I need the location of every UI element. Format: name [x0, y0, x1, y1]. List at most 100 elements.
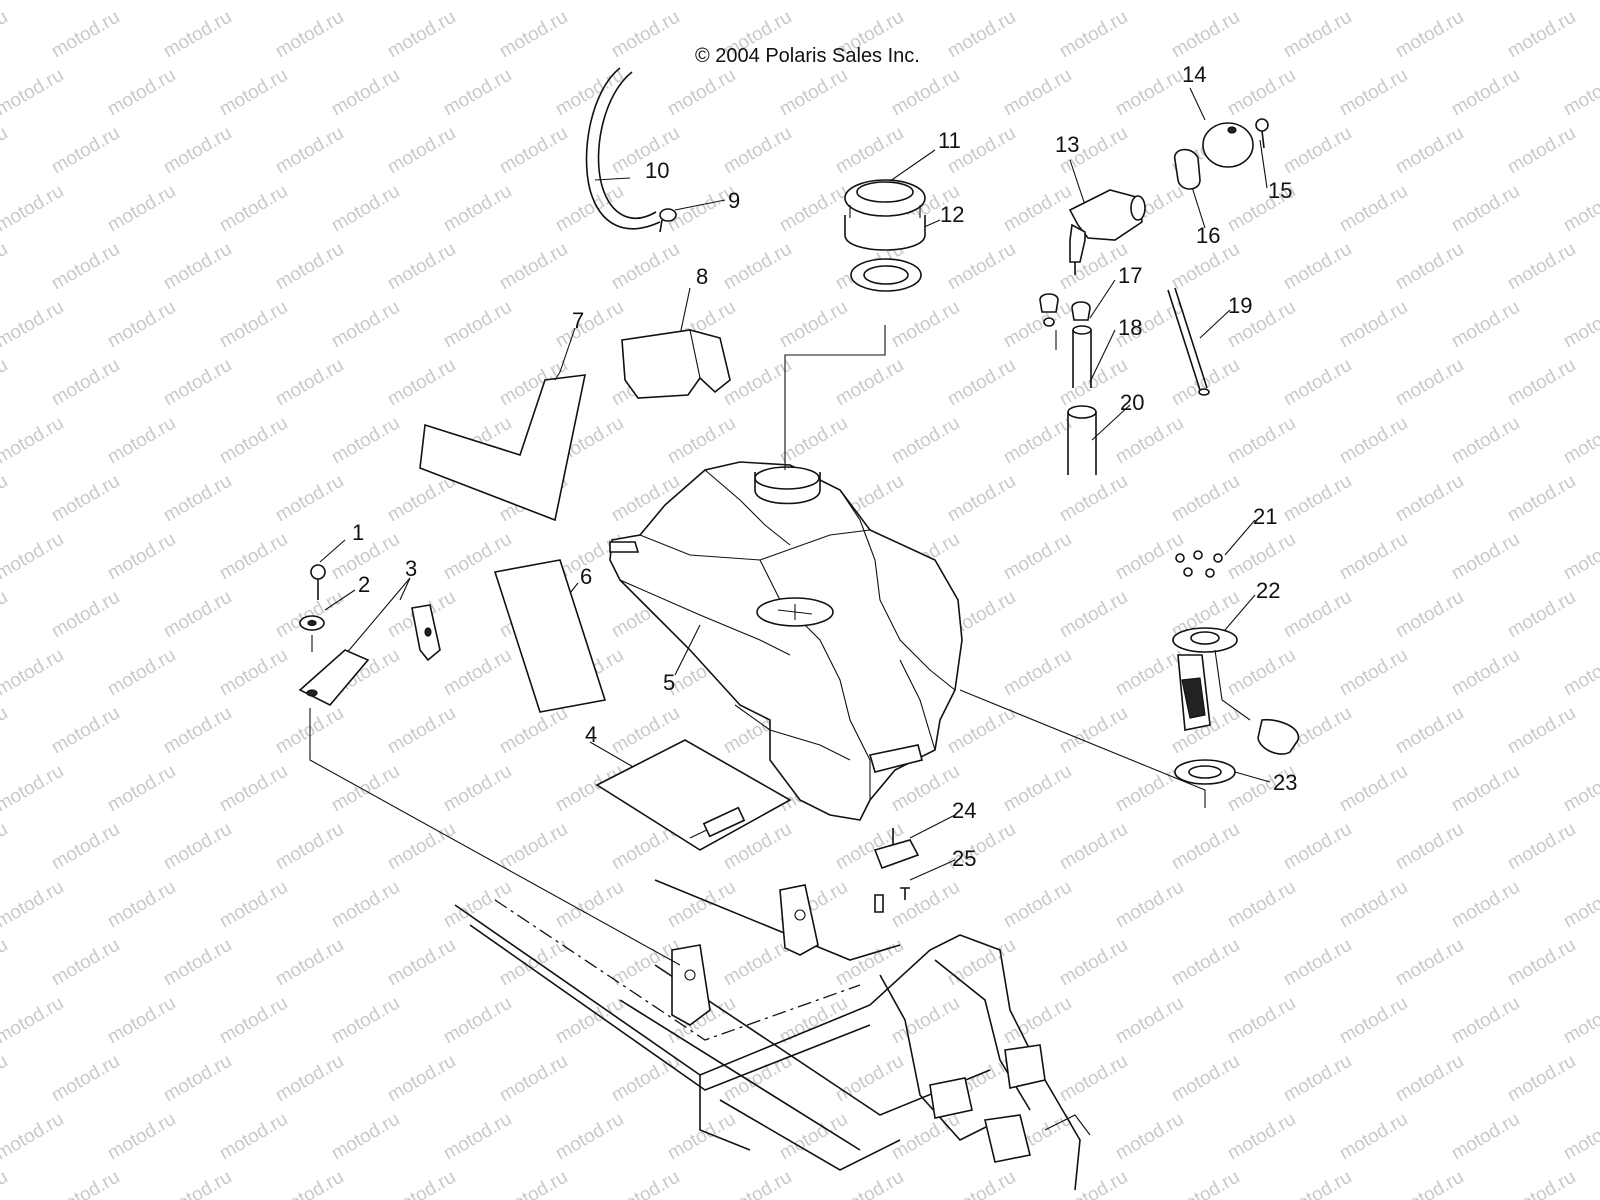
callout-19: 19 — [1228, 293, 1252, 318]
gasket-12 — [850, 258, 922, 292]
watermark-text: motod.ru — [1056, 7, 1131, 63]
watermark-text: motod.ru — [1448, 181, 1523, 237]
watermark-text: motod.ru — [776, 181, 851, 237]
watermark-text: motod.ru — [384, 355, 459, 411]
callout-16: 16 — [1196, 223, 1220, 248]
watermark-text: motod.ru — [776, 1109, 851, 1165]
callout-12: 12 — [940, 202, 964, 227]
callout-3: 3 — [405, 556, 417, 581]
pad-6 — [493, 559, 607, 713]
watermark-text: motod.ru — [944, 471, 1019, 527]
watermark-text: motod.ru — [888, 413, 963, 469]
watermark-text: motod.ru — [720, 355, 795, 411]
clamp-9 — [659, 208, 677, 233]
watermark-text: motod.ru — [0, 761, 67, 817]
watermark-text: motod.ru — [496, 123, 571, 179]
watermark-text: motod.ru — [664, 1109, 739, 1165]
watermark-text: motod.ru — [1504, 471, 1579, 527]
watermark-text: motod.ru — [1056, 703, 1131, 759]
copyright-notice: © 2004 Polaris Sales Inc. — [695, 45, 920, 67]
watermark-text: motod.ru — [272, 935, 347, 991]
watermark-text: motod.ru — [496, 7, 571, 63]
watermark-text: motod.ru — [552, 993, 627, 1049]
watermark-text: motod.ru — [1448, 413, 1523, 469]
watermark-text: motod.ru — [496, 703, 571, 759]
watermark-text: motod.ru — [0, 297, 67, 353]
watermark-text: motod.ru — [1560, 761, 1600, 817]
strip-7 — [419, 371, 587, 522]
watermark-text: motod.ru — [384, 1051, 459, 1107]
hose-20 — [1067, 405, 1097, 475]
watermark-text: motod.ru — [104, 877, 179, 933]
callout-24: 24 — [952, 798, 976, 823]
callout-4: 4 — [585, 722, 597, 747]
pad-8 — [621, 329, 731, 399]
watermark-text: motod.ru — [1392, 587, 1467, 643]
watermark-text: motod.ru — [1280, 819, 1355, 875]
watermark-text: motod.ru — [0, 645, 67, 701]
watermark-text: motod.ru — [1560, 877, 1600, 933]
watermark-text: motod.ru — [1336, 65, 1411, 121]
watermark-text: motod.ru — [48, 1051, 123, 1107]
seal-16 — [1174, 148, 1201, 190]
watermark-text: motod.ru — [1504, 703, 1579, 759]
watermark-text: motod.ru — [776, 297, 851, 353]
watermark-text: motod.ru — [1168, 1167, 1243, 1200]
watermark-text: motod.ru — [1000, 761, 1075, 817]
watermark-text: motod.ru — [1336, 1109, 1411, 1165]
watermark-text: motod.ru — [1448, 297, 1523, 353]
watermark-text: motod.ru — [440, 65, 515, 121]
callout-23: 23 — [1273, 770, 1297, 795]
watermark-text: motod.ru — [1560, 65, 1600, 121]
bolt-1 — [310, 564, 326, 600]
watermark-text: motod.ru — [328, 413, 403, 469]
watermark-text: motod.ru — [160, 1167, 235, 1200]
watermark-text: motod.ru — [48, 7, 123, 63]
watermark-text: motod.ru — [832, 1167, 907, 1200]
watermark-text: motod.ru — [328, 0, 403, 4]
watermark-text: motod.ru — [1224, 529, 1299, 585]
watermark-text: motod.ru — [552, 1109, 627, 1165]
watermark-text: motod.ru — [1560, 1109, 1600, 1165]
watermark-text: motod.ru — [1168, 471, 1243, 527]
watermark-text: motod.ru — [216, 0, 291, 4]
watermark-text: motod.ru — [1224, 645, 1299, 701]
watermark-text: motod.ru — [104, 761, 179, 817]
watermark-text: motod.ru — [496, 1051, 571, 1107]
watermark-text: motod.ru — [1336, 761, 1411, 817]
callout-14: 14 — [1182, 62, 1206, 87]
watermark-text: motod.ru — [104, 993, 179, 1049]
watermark-text: motod.ru — [48, 1167, 123, 1200]
watermark-text: motod.ru — [216, 877, 291, 933]
watermark-text: motod.ru — [104, 529, 179, 585]
frame-chassis — [454, 879, 1091, 1191]
watermark-text: motod.ru — [496, 239, 571, 295]
watermark-text: motod.ru — [1224, 1109, 1299, 1165]
watermark-text: motod.ru — [608, 1051, 683, 1107]
watermark-text: motod.ru — [1056, 587, 1131, 643]
watermark-text: motod.ru — [104, 181, 179, 237]
watermark-text: motod.ru — [1504, 1167, 1579, 1200]
hose-18 — [1072, 325, 1092, 388]
watermark-text: motod.ru — [0, 355, 11, 411]
watermark-text: motod.ru — [1392, 935, 1467, 991]
watermark-text: motod.ru — [1280, 1167, 1355, 1200]
watermark-text: motod.ru — [1112, 413, 1187, 469]
watermark-text: motod.ru — [1392, 703, 1467, 759]
watermark-text: motod.ru — [664, 0, 739, 4]
watermark-text: motod.ru — [0, 0, 67, 4]
watermark-text: motod.ru — [1224, 65, 1299, 121]
watermark-text: motod.ru — [216, 65, 291, 121]
callout-22: 22 — [1256, 578, 1280, 603]
watermark-text: motod.ru — [1560, 181, 1600, 237]
watermark-text: motod.ru — [1168, 935, 1243, 991]
watermark-text: motod.ru — [0, 65, 67, 121]
watermark-text: motod.ru — [496, 819, 571, 875]
watermark-text: motod.ru — [944, 7, 1019, 63]
watermark-text: motod.ru — [1448, 65, 1523, 121]
watermark-text: motod.ru — [888, 993, 963, 1049]
watermark-text: motod.ru — [552, 297, 627, 353]
watermark-text: motod.ru — [1392, 1167, 1467, 1200]
bracket-24 — [873, 828, 920, 870]
watermark-text: motod.ru — [664, 65, 739, 121]
